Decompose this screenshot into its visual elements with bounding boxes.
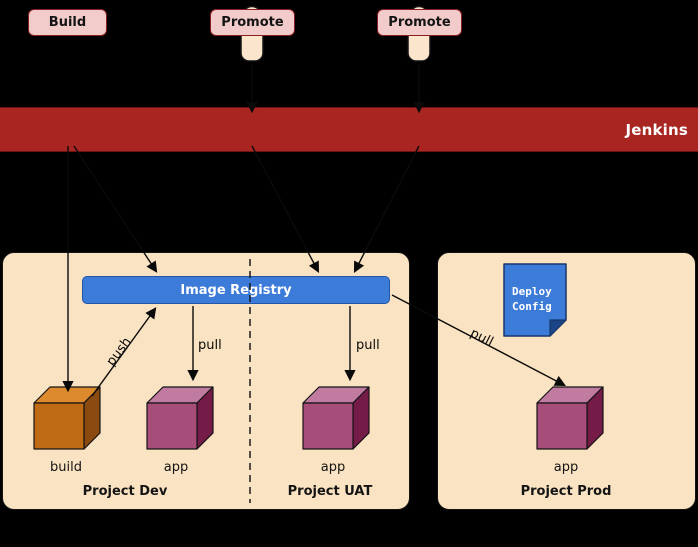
note-line-1: Deploy bbox=[512, 285, 552, 298]
jenkins-bar: Jenkins bbox=[0, 107, 698, 152]
deploy-config-note: Deploy Config bbox=[503, 263, 567, 337]
image-registry: Image Registry bbox=[82, 276, 390, 304]
cube-label-app-prod: app bbox=[553, 460, 579, 475]
cube-label-app-dev: app bbox=[163, 460, 189, 475]
cube-app-prod bbox=[536, 386, 604, 450]
project-prod-label: Project Prod bbox=[520, 484, 612, 499]
cube-label-build: build bbox=[50, 460, 82, 475]
project-dev-label: Project Dev bbox=[82, 484, 168, 499]
promote-button-prod[interactable]: Promote bbox=[377, 9, 462, 36]
cube-build-dev bbox=[33, 386, 101, 450]
cube-app-uat bbox=[302, 386, 370, 450]
note-line-2: Config bbox=[512, 300, 552, 313]
build-button[interactable]: Build bbox=[28, 9, 107, 36]
cube-label-app-uat: app bbox=[320, 460, 346, 475]
folded-corner-icon bbox=[549, 319, 567, 337]
cube-app-dev bbox=[146, 386, 214, 450]
project-uat-label: Project UAT bbox=[287, 484, 373, 499]
jenkins-label: Jenkins bbox=[625, 120, 688, 139]
promote-button-uat[interactable]: Promote bbox=[210, 9, 295, 36]
